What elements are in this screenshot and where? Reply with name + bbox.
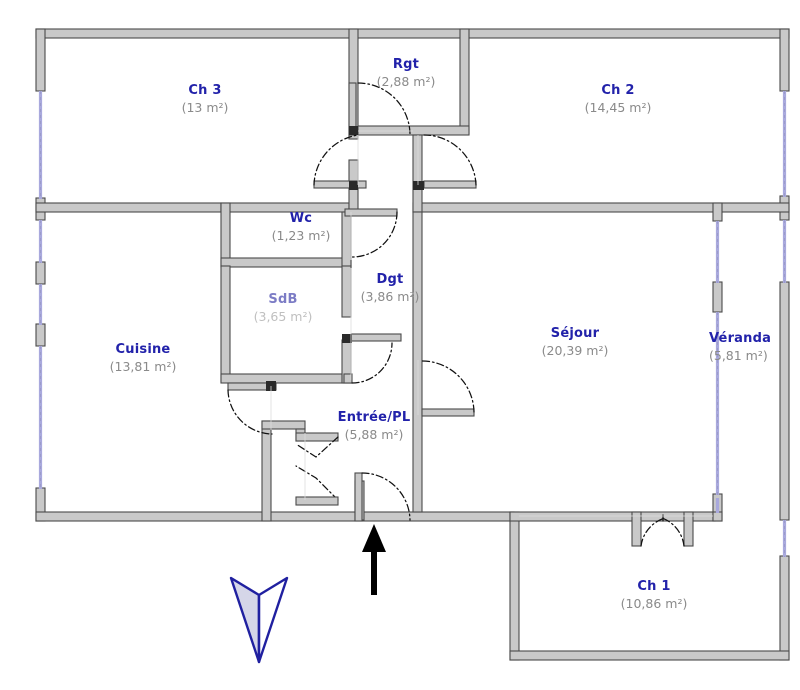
entrance-arrow xyxy=(362,524,386,595)
windows xyxy=(38,91,787,557)
threshold-lines xyxy=(270,130,713,517)
north-arrow xyxy=(229,576,289,664)
door-leaves xyxy=(227,82,694,547)
interior-walls xyxy=(35,28,790,522)
